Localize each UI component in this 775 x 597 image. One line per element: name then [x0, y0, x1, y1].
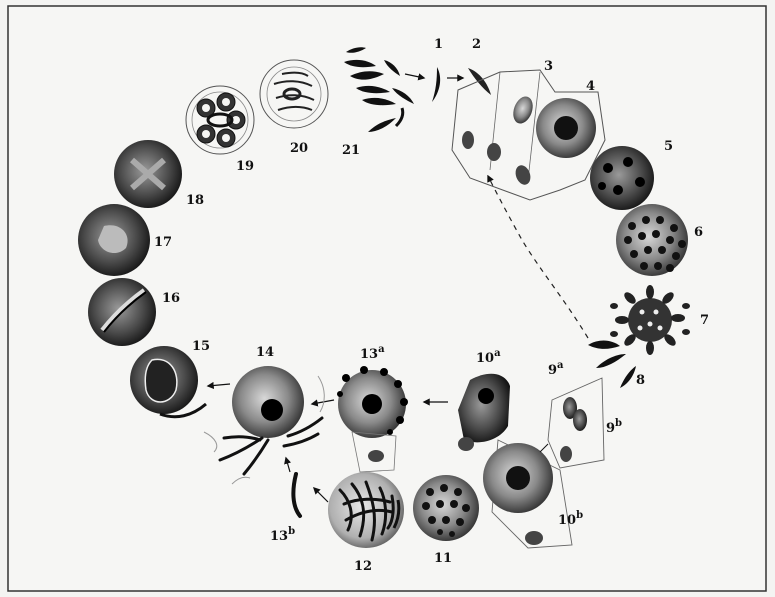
label-19: 19: [236, 159, 254, 174]
label-18: 18: [186, 193, 204, 208]
label-2: 2: [472, 37, 481, 52]
nucleus-13a: [368, 450, 384, 462]
label-21: 21: [342, 143, 360, 158]
label-20: 20: [290, 141, 308, 156]
macrogamete-14-core: [261, 399, 283, 421]
label-8: 8: [636, 373, 645, 388]
label-3: 3: [544, 59, 553, 74]
zygote-15-inner: [145, 359, 177, 402]
label-5: 5: [664, 139, 673, 154]
label-6: 6: [694, 225, 703, 240]
cell-10a-core: [478, 388, 494, 404]
label-7: 7: [700, 313, 709, 328]
cell-13a-core: [362, 394, 382, 414]
label-17: 17: [154, 235, 172, 250]
trophozoite-10b-core: [506, 466, 530, 490]
label-12: 12: [354, 559, 372, 574]
schizont-5: [590, 146, 654, 210]
label-16: 16: [162, 291, 180, 306]
label-11: 11: [434, 551, 452, 566]
nucleus-10a: [458, 437, 474, 451]
label-4: 4: [586, 79, 595, 94]
nucleus-10b: [525, 531, 543, 545]
label-1: 1: [434, 37, 443, 52]
nucleus-9: [560, 446, 572, 462]
oocyst-20-outer: [260, 60, 328, 128]
nucleus-2b: [487, 143, 501, 161]
parasite-9b: [573, 409, 587, 431]
label-15: 15: [192, 339, 210, 354]
schizont-4-core: [554, 116, 578, 140]
label-14: 14: [256, 345, 274, 360]
nucleus-2a: [462, 131, 474, 149]
